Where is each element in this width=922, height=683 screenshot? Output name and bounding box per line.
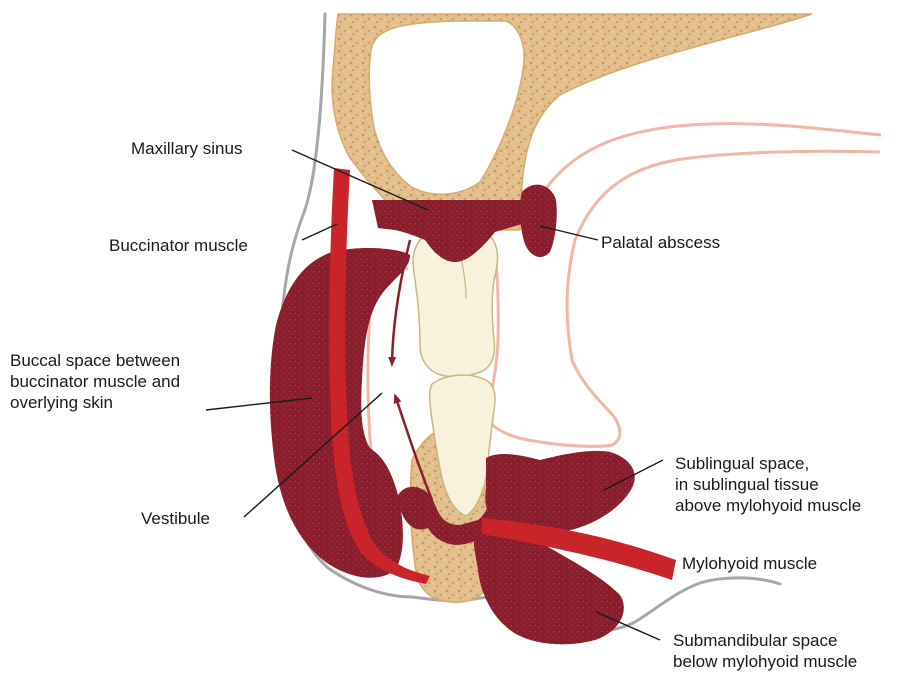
label-sublingual-space-line-3: above mylohyoid muscle [675,495,861,516]
label-submandibular-space: Submandibular space below mylohyoid musc… [673,630,857,672]
label-mylohyoid-muscle: Mylohyoid muscle [682,553,817,574]
label-buccal-space-line-2: buccinator muscle and [10,371,180,392]
label-buccal-space: Buccal space between buccinator muscle a… [10,350,180,413]
label-submandibular-space-line-1: Submandibular space [673,630,857,651]
label-buccal-space-line-1: Buccal space between [10,350,180,371]
label-submandibular-space-line-2: below mylohyoid muscle [673,651,857,672]
label-sublingual-space-line-1: Sublingual space, [675,453,861,474]
palatal-abscess [520,185,557,257]
label-maxillary-sinus: Maxillary sinus [131,138,242,159]
sublingual-space-abscess [485,451,634,533]
label-sublingual-space-line-2: in sublingual tissue [675,474,861,495]
palate-mucosa [541,124,881,196]
label-buccal-space-line-3: overlying skin [10,392,180,413]
label-palatal-abscess: Palatal abscess [601,232,720,253]
label-vestibule: Vestibule [141,508,210,529]
label-sublingual-space: Sublingual space, in sublingual tissue a… [675,453,861,516]
label-buccinator-muscle: Buccinator muscle [109,235,248,256]
